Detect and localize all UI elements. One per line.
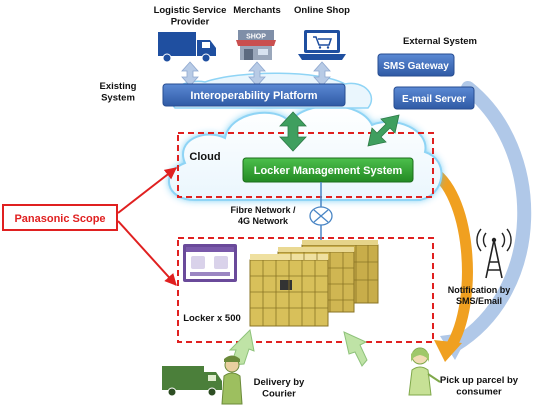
laptop-icon bbox=[298, 30, 346, 60]
network-label-line: Fibre Network / bbox=[230, 205, 296, 215]
email-server-box bbox=[393, 86, 475, 110]
courier-truck-icon bbox=[162, 366, 222, 397]
online-shop-label: Online Shop bbox=[294, 5, 350, 16]
scope-box-locker bbox=[177, 237, 434, 343]
courier-person-icon bbox=[221, 355, 243, 405]
scope-arrow-locker bbox=[117, 220, 177, 286]
cloud-label: Cloud bbox=[189, 151, 220, 163]
locker-bank-icon bbox=[249, 240, 379, 327]
email-server-label: E-mail Server bbox=[402, 94, 466, 105]
notification-flow-arrow bbox=[448, 81, 532, 352]
locker-management-system-label: Locker Management System bbox=[254, 165, 403, 177]
consumer-person-icon bbox=[408, 347, 441, 396]
notification-label-line: SMS/Email bbox=[456, 296, 502, 306]
platform-lms-exchange-arrow bbox=[279, 111, 307, 152]
pickup-label-line: Pick up parcel by bbox=[440, 375, 519, 386]
delivery-arrow-left bbox=[228, 328, 255, 366]
pickup-flow-arrowhead bbox=[434, 340, 462, 362]
sms-gateway-label: SMS Gateway bbox=[383, 61, 449, 72]
network-router-icon bbox=[309, 206, 333, 226]
interoperability-platform-box bbox=[162, 83, 346, 107]
panasonic-scope-label: Panasonic Scope bbox=[14, 213, 105, 225]
cell-tower-icon bbox=[476, 228, 512, 279]
delivery-label-line: Courier bbox=[262, 388, 296, 399]
truck-icon bbox=[158, 32, 216, 63]
existing-system-label-line: System bbox=[101, 92, 135, 103]
panasonic-scope-box bbox=[2, 204, 118, 231]
locker-count-label: Locker x 500 bbox=[183, 313, 241, 324]
merchants-label: Merchants bbox=[233, 5, 281, 16]
logistic-provider-label-line: Provider bbox=[171, 16, 210, 27]
lms-external-exchange-arrow bbox=[367, 114, 400, 147]
scope-arrow-cloud bbox=[117, 167, 177, 214]
svg-text:SHOP: SHOP bbox=[246, 34, 266, 41]
kiosk-screen-icon bbox=[183, 244, 237, 282]
external-system-label: External System bbox=[403, 36, 477, 47]
locker-management-system-box bbox=[242, 157, 414, 183]
delivery-label-line: Delivery by bbox=[254, 377, 305, 388]
interoperability-platform-label: Interoperability Platform bbox=[190, 90, 317, 102]
shop-icon: SHOP bbox=[236, 30, 276, 60]
scope-box-cloud bbox=[177, 132, 434, 198]
logistic-provider-label-line: Logistic Service bbox=[154, 5, 227, 16]
existing-system-label-line: Existing bbox=[100, 81, 137, 92]
pickup-label-line: consumer bbox=[456, 386, 502, 397]
pickup-flow-arrow bbox=[427, 165, 473, 351]
sms-gateway-box bbox=[377, 53, 455, 77]
pickup-arrow-right bbox=[343, 331, 368, 367]
notification-label-line: Notification by bbox=[448, 285, 511, 295]
network-label-line: 4G Network bbox=[238, 216, 289, 226]
network-label: Fibre Network /4G Network bbox=[230, 205, 296, 226]
